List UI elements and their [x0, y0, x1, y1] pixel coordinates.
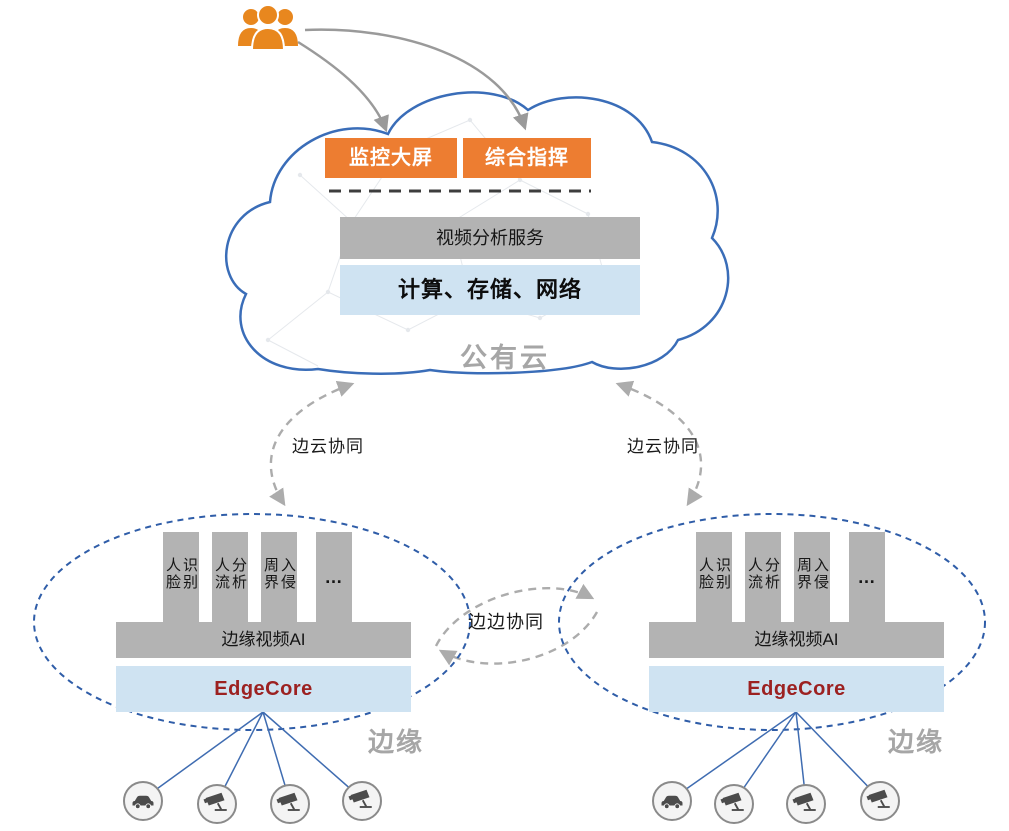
edge-app-label: 人流分析: [213, 557, 247, 591]
edge-app-label: 人脸识别: [697, 557, 731, 591]
edge-app-label: 周界入侵: [795, 557, 829, 591]
edge-app-face-recognition: 人脸识别: [163, 532, 199, 622]
edge-devices-left: [123, 781, 382, 824]
edge-app-label: 周界入侵: [262, 557, 296, 591]
users-to-monitor-arrow: [297, 40, 389, 133]
edge-app-more: …: [316, 532, 352, 622]
edge-app-people-flow: 人流分析: [212, 532, 248, 622]
device-lines-left: [142, 711, 363, 803]
monitor-screen-box: 监控大屏: [325, 138, 457, 178]
edge-app-people-flow: 人流分析: [745, 532, 781, 622]
edge-video-ai-bar-right: 边缘视频AI: [649, 622, 944, 658]
edge-app-perimeter-intrusion: 周界入侵: [261, 532, 297, 622]
edge-zone-label-right: 边缘: [888, 727, 945, 757]
edgecore-bar-left: EdgeCore: [116, 666, 411, 712]
edge-node-right-boundary: [558, 513, 986, 731]
edge-node-left-boundary: [33, 513, 471, 731]
edge-devices-right: [652, 781, 900, 824]
edge-app-face-recognition: 人脸识别: [696, 532, 732, 622]
edge-app-label: …: [857, 566, 877, 587]
edge-zone-label-left: 边缘: [368, 727, 425, 757]
users-to-command-arrow: [304, 28, 529, 131]
cloud-edge-arrow-right: [615, 380, 703, 507]
cloud-edge-collab-label-right: 边云协同: [627, 437, 699, 456]
edge-edge-arrow-bottom: [438, 611, 599, 666]
edge-edge-collab-label: 边边协同: [468, 612, 544, 632]
command-center-box: 综合指挥: [463, 138, 591, 178]
cloud-edge-collab-label-left: 边云协同: [292, 437, 364, 456]
public-cloud-shape: [225, 91, 730, 375]
edge-app-label: 人流分析: [746, 557, 780, 591]
users-group-icon: [237, 4, 299, 51]
public-cloud-label: 公有云: [460, 343, 550, 373]
edge-app-label: 人脸识别: [164, 557, 198, 591]
edge-edge-arrow-top: [434, 583, 595, 647]
compute-storage-network-bar: 计算、存储、网络: [340, 265, 640, 315]
edge-app-more: …: [849, 532, 885, 622]
edgecore-bar-right: EdgeCore: [649, 666, 944, 712]
device-lines-right: [671, 711, 881, 803]
edge-app-label: …: [324, 566, 344, 587]
edge-video-ai-bar-left: 边缘视频AI: [116, 622, 411, 658]
video-analysis-service-bar: 视频分析服务: [340, 217, 640, 259]
cloud-edge-arrow-left: [269, 380, 355, 507]
edge-app-perimeter-intrusion: 周界入侵: [794, 532, 830, 622]
